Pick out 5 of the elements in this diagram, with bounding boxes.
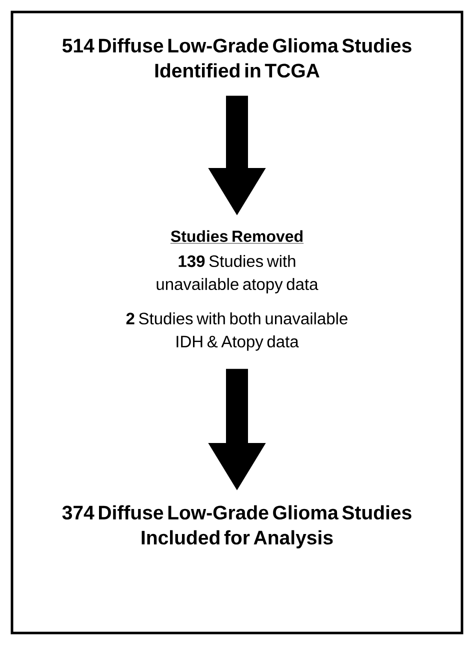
heading-text: 514 Diffuse Low-Grade Glioma Studies Identified in TCGA	[62, 38, 412, 78]
note-text: 2 Studies with both unavailable IDH & Atopy data	[126, 312, 348, 351]
section-heading: Studies Removed	[170, 230, 304, 244]
heading-text: 374 Diffuse Low-Grade Glioma Studies Included for Analysis	[62, 505, 412, 548]
note-text: 139 Studies with unavailable atopy data	[156, 254, 318, 294]
